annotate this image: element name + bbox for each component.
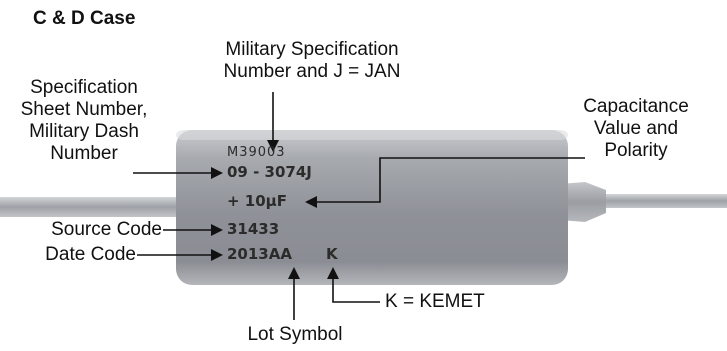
callout-date-code: Date Code [45,244,136,265]
spec-sheet-arrowhead [211,167,223,179]
marking-dash-number: 09 - 3074J [227,163,312,181]
capacitance-arrowhead [305,196,317,208]
callout-source-code: Source Code [51,219,162,240]
callout-capacitance: Capacitance Value and Polarity [583,96,689,161]
right-lead [600,194,727,208]
kemet-arrowhead [327,267,339,279]
marking-date-code: 2013AA [227,245,292,263]
right-taper [560,182,606,222]
mil-spec-arrowhead [267,140,279,152]
capacitor-body [176,130,568,285]
date-code-arrowhead [211,249,223,261]
left-lead [0,197,185,217]
marking-m39003: M39003 [227,145,286,160]
callout-lot-symbol: Lot Symbol [247,324,343,345]
callout-mil-spec: Military Specification Number and J = JA… [223,39,401,82]
marking-source-code: 31433 [227,220,280,238]
callout-spec-sheet: Specification Sheet Number, Military Das… [20,77,148,164]
diagram-title: C & D Case [33,8,136,29]
source-code-arrowhead [211,224,223,236]
marking-manufacturer: K [326,245,338,263]
lot-symbol-arrowhead [288,267,300,279]
marking-capacitance: + 10µF [227,192,287,210]
callout-kemet: K = KEMET [385,291,485,312]
